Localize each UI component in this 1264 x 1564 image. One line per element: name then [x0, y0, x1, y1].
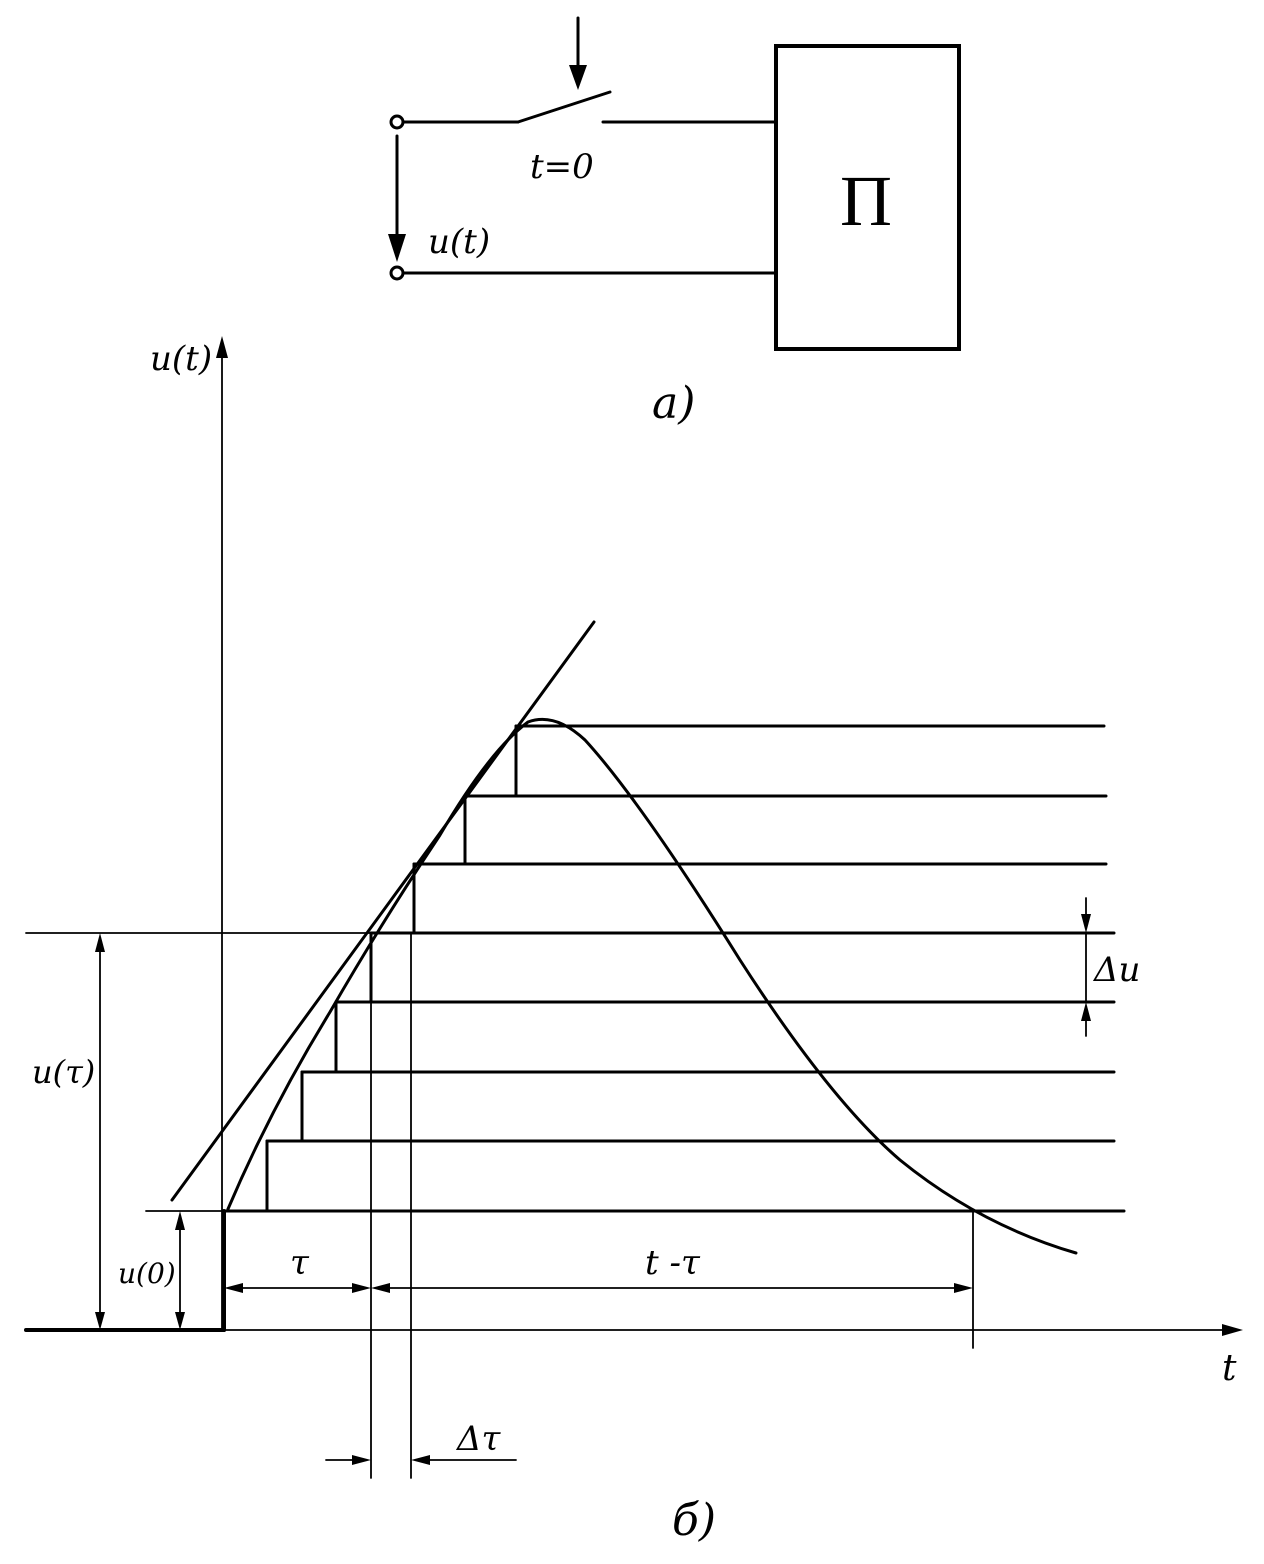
y-axis-arrow — [216, 336, 228, 358]
switch-time-label: t=0 — [530, 147, 594, 187]
tangent-line — [170, 620, 596, 1202]
tau-arrow-left — [224, 1283, 243, 1293]
delta-u-label: Δu — [1092, 950, 1140, 990]
delta-u-arrow-bottom — [1081, 1002, 1091, 1021]
u-tau-label: u(τ) — [32, 1053, 95, 1091]
delta-tau-label: Δτ — [455, 1419, 502, 1459]
input-terminal-top — [389, 114, 405, 130]
part-b-label: б) — [672, 1495, 716, 1546]
block-label: П — [840, 161, 892, 241]
block-box — [774, 44, 961, 351]
switch-arrow-head — [569, 65, 587, 90]
signal-curve — [226, 717, 1078, 1255]
x-axis-arrow — [1222, 1324, 1243, 1336]
input-terminal-bottom — [389, 265, 405, 281]
graph: u(t) t u(τ) — [24, 336, 1243, 1546]
tau-label: τ — [290, 1243, 310, 1283]
t-minus-tau-arrow-right — [954, 1283, 973, 1293]
delta-tau-arrow-left — [352, 1455, 371, 1465]
voltage-arrow-head — [388, 234, 406, 262]
t-minus-tau-label: t -τ — [645, 1243, 701, 1283]
tau-arrow-right — [352, 1283, 371, 1293]
u-tau-arrow-bottom — [95, 1312, 105, 1330]
part-a-label: a) — [652, 378, 695, 429]
y-axis-label: u(t) — [150, 339, 212, 379]
u-tau-arrow-top — [95, 933, 105, 952]
u0-arrow-top — [175, 1211, 185, 1230]
u0-arrow-bottom — [175, 1312, 185, 1330]
delta-u-arrow-top — [1081, 914, 1091, 933]
u0-label: u(0) — [118, 1257, 176, 1290]
input-voltage-label: u(t) — [428, 222, 490, 262]
x-axis-label: t — [1222, 1348, 1237, 1389]
switch-blade — [516, 90, 612, 124]
t-minus-tau-arrow-left — [371, 1283, 390, 1293]
delta-tau-arrow-right — [411, 1455, 430, 1465]
circuit-diagram: П t=0 u(t) a) — [388, 16, 961, 429]
